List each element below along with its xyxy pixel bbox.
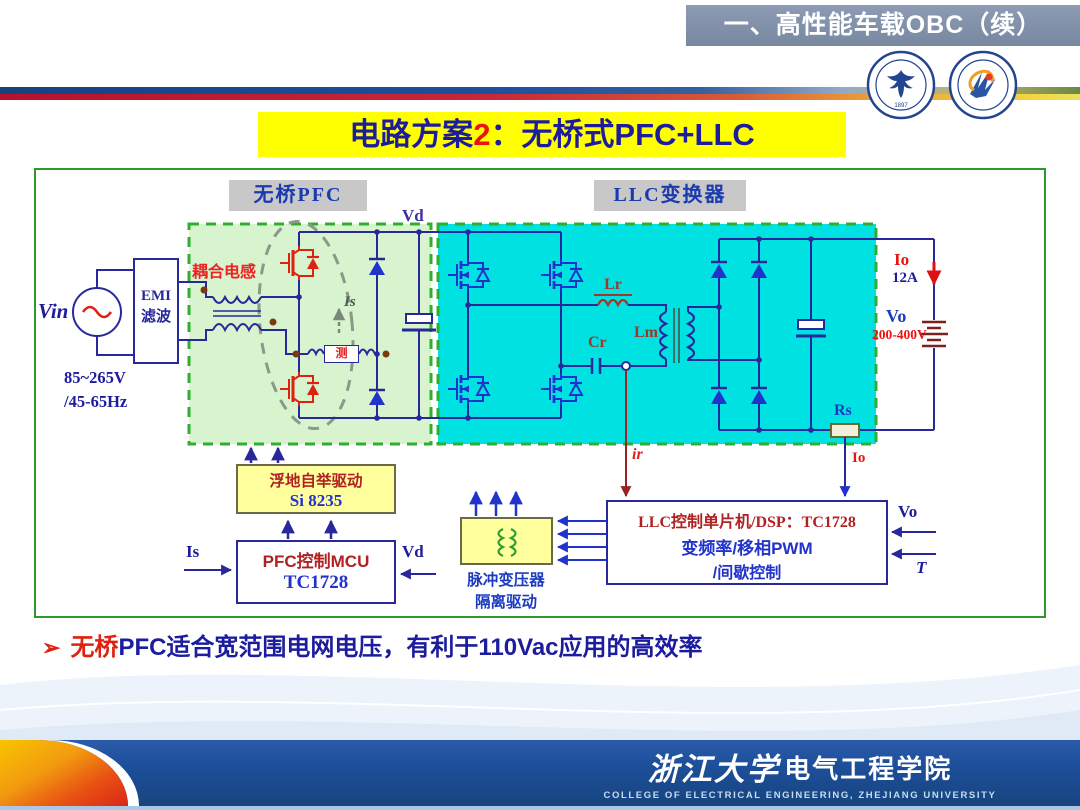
- eagle-icon: [887, 70, 915, 98]
- circuit-diagram-svg: [72, 219, 948, 580]
- output-network: [719, 238, 935, 438]
- zju-seal-logo: 1897: [866, 50, 936, 120]
- current-sense-box: 测: [324, 345, 359, 363]
- title-suffix: ：无桥式PFC+LLC: [490, 117, 755, 152]
- battery: [920, 320, 948, 348]
- slide-title: 电路方案2：无桥式PFC+LLC: [258, 112, 846, 157]
- main-transformer: [658, 306, 759, 363]
- input-frequency-label: /45-65Hz: [64, 392, 128, 411]
- emi-label-line2: 滤波: [140, 309, 171, 325]
- footer-bottom-strip: [0, 806, 1080, 810]
- pfc-mcu-line2: TC1728: [283, 572, 349, 593]
- coupled-inductor-label: 耦合电感: [192, 264, 257, 281]
- footer-english: COLLEGE OF ELECTRICAL ENGINEERING, ZHEJI…: [603, 790, 997, 801]
- io-sense-label: Io: [852, 450, 866, 466]
- pfc-mcu-box: PFC控制MCU TC1728: [236, 540, 396, 604]
- vo-label: Vo: [886, 306, 907, 326]
- cr-label: Cr: [588, 334, 607, 351]
- llc-ctrl-line2: 变频率/移相PWM: [681, 539, 813, 558]
- ir-label: ir: [632, 446, 643, 463]
- decor-stripe-blue: [0, 87, 1080, 94]
- title-prefix: 电路方案: [349, 117, 474, 152]
- coupled-inductor: [178, 281, 308, 355]
- bullet-highlight: 无桥: [70, 634, 119, 661]
- vo-range-label: 200-400V: [872, 327, 927, 342]
- input-voltage-label: 85~265V: [64, 368, 126, 387]
- footer-text: 浙江大学 电气工程学院 COLLEGE OF ELECTRICAL ENGINE…: [560, 744, 1040, 801]
- io-value-label: 12A: [892, 270, 918, 286]
- llc-controller-box: LLC控制单片机/DSP：TC1728 变频率/移相PWM /间歇控制: [606, 500, 888, 585]
- llc-stage-box: [436, 222, 878, 446]
- circuit-diagram-frame: 无桥PFC LLC变换器 Vin EMI 滤波 85~265V /45-65Hz…: [34, 168, 1046, 618]
- rs-label: Rs: [834, 402, 852, 419]
- junction-dots: [296, 229, 814, 433]
- control-arrows: [184, 446, 936, 580]
- pfc-stage-box: [187, 222, 433, 446]
- slide-header: 一、高性能车载OBC（续）: [686, 5, 1080, 46]
- gate-drive-line2: Si 8235: [289, 491, 343, 510]
- vin-label: Vin: [38, 299, 69, 323]
- vd-input-label: Vd: [402, 542, 424, 561]
- decor-stripe-red: [0, 94, 1080, 100]
- dc-link: [402, 232, 436, 418]
- pulse-transformer-box: [460, 517, 553, 565]
- emi-filter-box: EMI 滤波: [133, 258, 179, 364]
- gate-drive-line1: 浮地自举驱动: [269, 473, 363, 490]
- emi-label-line1: EMI: [141, 288, 171, 304]
- is-input-label: Is: [186, 542, 200, 561]
- pulse-label-line2: 隔离驱动: [474, 594, 537, 611]
- svg-text:1897: 1897: [894, 103, 908, 109]
- gate-drive-box: 浮地自举驱动 Si 8235: [236, 464, 396, 514]
- pfc-mcu-line1: PFC控制MCU: [262, 552, 370, 571]
- io-label: Io: [894, 250, 910, 269]
- footer-college: 电气工程学院: [784, 754, 953, 784]
- footer-band: [0, 740, 1080, 806]
- t-input-label: T: [916, 558, 927, 577]
- lm-label: Lm: [634, 324, 658, 341]
- wing-icon: [970, 70, 996, 98]
- bullet-text: PFC适合宽范围电网电压，有利于110Vac应用的高效率: [118, 634, 703, 661]
- pulse-transformer-icon: [496, 528, 517, 557]
- lr-label: Lr: [594, 276, 632, 296]
- pfc-section-label: 无桥PFC: [229, 180, 367, 211]
- llc-ctrl-line1: LLC控制单片机/DSP：TC1728: [638, 514, 856, 531]
- llc-section-label: LLC变换器: [594, 180, 746, 211]
- footer-university: 浙江大学: [647, 752, 780, 787]
- bullet-marker-icon: ➢: [42, 635, 61, 660]
- output-rectifier: [711, 239, 767, 430]
- college-seal-logo: [948, 50, 1018, 120]
- vd-bus-label: Vd: [402, 206, 424, 225]
- pulse-label-line1: 脉冲变压器: [467, 572, 545, 589]
- bullet-line: ➢ 无桥PFC适合宽范围电网电压，有利于110Vac应用的高效率: [42, 627, 703, 662]
- polarity-dots: [200, 286, 390, 358]
- is-sense-label: Is: [344, 294, 356, 310]
- title-number: 2: [473, 117, 491, 152]
- vo-input-label: Vo: [898, 502, 918, 521]
- ac-source: [72, 269, 133, 356]
- llc-ctrl-line3: /间歇控制: [712, 565, 782, 582]
